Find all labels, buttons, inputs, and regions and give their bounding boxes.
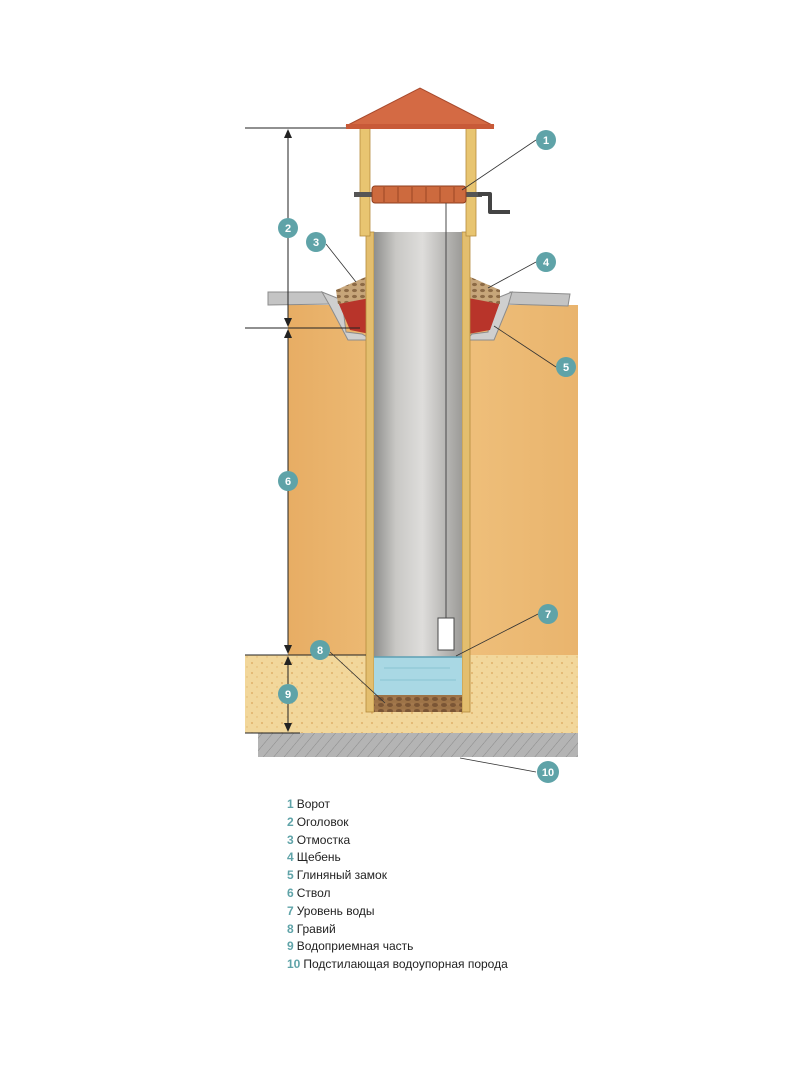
windlass-drum [371, 185, 467, 204]
legend-number: 2 [287, 814, 294, 829]
ground-surface-right [504, 291, 571, 307]
legend-label: Водоприемная часть [296, 939, 414, 954]
legend-number: 1 [287, 797, 294, 811]
gravel-texture [374, 695, 462, 712]
callout-10-number: 10 [542, 767, 554, 779]
leader-line-10 [459, 757, 537, 773]
legend-label: Ворот [296, 797, 330, 811]
legend-number: 8 [287, 921, 294, 936]
legend-label: Подстилающая водоупорная порода [303, 957, 508, 972]
callout-5: 5 [556, 357, 576, 377]
roof-eave [346, 124, 494, 129]
leader-line-8 [329, 651, 386, 704]
shaft-wall-left [365, 231, 375, 713]
water [374, 657, 462, 695]
callout-4-number: 4 [543, 257, 550, 269]
legend-label: Глиняный замок [296, 868, 387, 883]
legend-number: 4 [287, 850, 294, 865]
crushed-stone-left-texture [336, 276, 370, 304]
callout-6: 6 [278, 471, 298, 491]
legend-number: 9 [287, 939, 294, 954]
legend-number: 5 [287, 868, 294, 883]
callout-5-number: 5 [563, 362, 569, 374]
callout-2-number: 2 [285, 223, 291, 235]
legend-number: 10 [287, 957, 301, 972]
well-shaft [374, 232, 462, 658]
callout-9: 9 [278, 684, 298, 704]
callout-10: 10 [537, 761, 559, 783]
leader-line-7 [455, 613, 539, 657]
arrow-up-icon [284, 329, 292, 338]
leader-line-1 [461, 139, 537, 191]
clay-lock-right [468, 296, 500, 334]
callout-7-number: 7 [545, 609, 551, 621]
legend-number: 7 [287, 903, 294, 918]
arrow-up-icon [284, 129, 292, 138]
legend-number: 3 [287, 832, 294, 847]
callout-1-number: 1 [543, 135, 549, 147]
legend-label: Уровень воды [296, 903, 375, 918]
leader-line-5 [493, 325, 557, 368]
legend-label: Гравий [296, 921, 336, 936]
legend-label: Ствол [296, 885, 331, 900]
callout-8-number: 8 [317, 645, 323, 657]
crushed-stone-right-texture [468, 276, 500, 304]
impermeable-hatch [258, 733, 578, 757]
callout-1: 1 [536, 130, 556, 150]
legend-label: Щебень [296, 850, 341, 865]
crank-handle [478, 192, 510, 214]
bucket [437, 617, 455, 651]
callout-9-number: 9 [285, 689, 291, 701]
well-cross-section-diagram: 1 2 3 4 5 6 7 8 9 10 [245, 87, 578, 783]
callout-7: 7 [538, 604, 558, 624]
head-post-left [359, 125, 371, 237]
leader-line-4 [487, 261, 537, 289]
roof [345, 87, 495, 127]
callout-3: 3 [306, 232, 326, 252]
shaft-wall-right [461, 231, 471, 713]
leader-line-3 [325, 243, 357, 283]
arrow-up-icon [284, 656, 292, 665]
legend-number: 6 [287, 885, 294, 900]
legend-label: Отмостка [296, 832, 351, 847]
callout-2: 2 [278, 218, 298, 238]
callout-4: 4 [536, 252, 556, 272]
callout-6-number: 6 [285, 476, 291, 488]
head-post-right [465, 125, 477, 237]
legend-label: Оголовок [296, 814, 349, 829]
clay-lock-left [338, 296, 370, 334]
callout-3-number: 3 [313, 237, 319, 249]
arrow-down-icon [284, 318, 292, 327]
callout-8: 8 [310, 640, 330, 660]
arrow-down-icon [284, 723, 292, 732]
arrow-down-icon [284, 645, 292, 654]
